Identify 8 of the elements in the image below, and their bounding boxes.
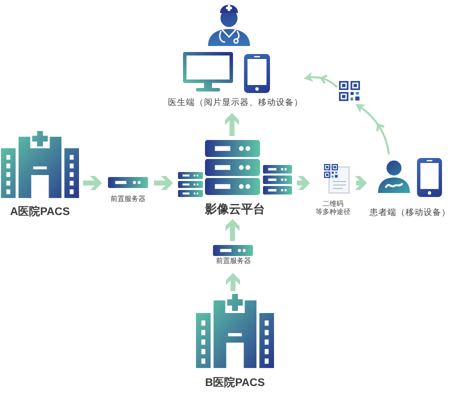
node-label: 影像云平台 (205, 202, 265, 216)
node-label: 患者端（移动设备） (370, 207, 450, 218)
qr-code-icon (339, 81, 360, 101)
node-label: B医院PACS (205, 377, 265, 390)
node-label: 医生端（阅片显示器、移动设备） (168, 97, 303, 108)
node-label: A医院PACS (10, 206, 70, 220)
arrow (356, 104, 390, 154)
arrow (304, 72, 338, 88)
